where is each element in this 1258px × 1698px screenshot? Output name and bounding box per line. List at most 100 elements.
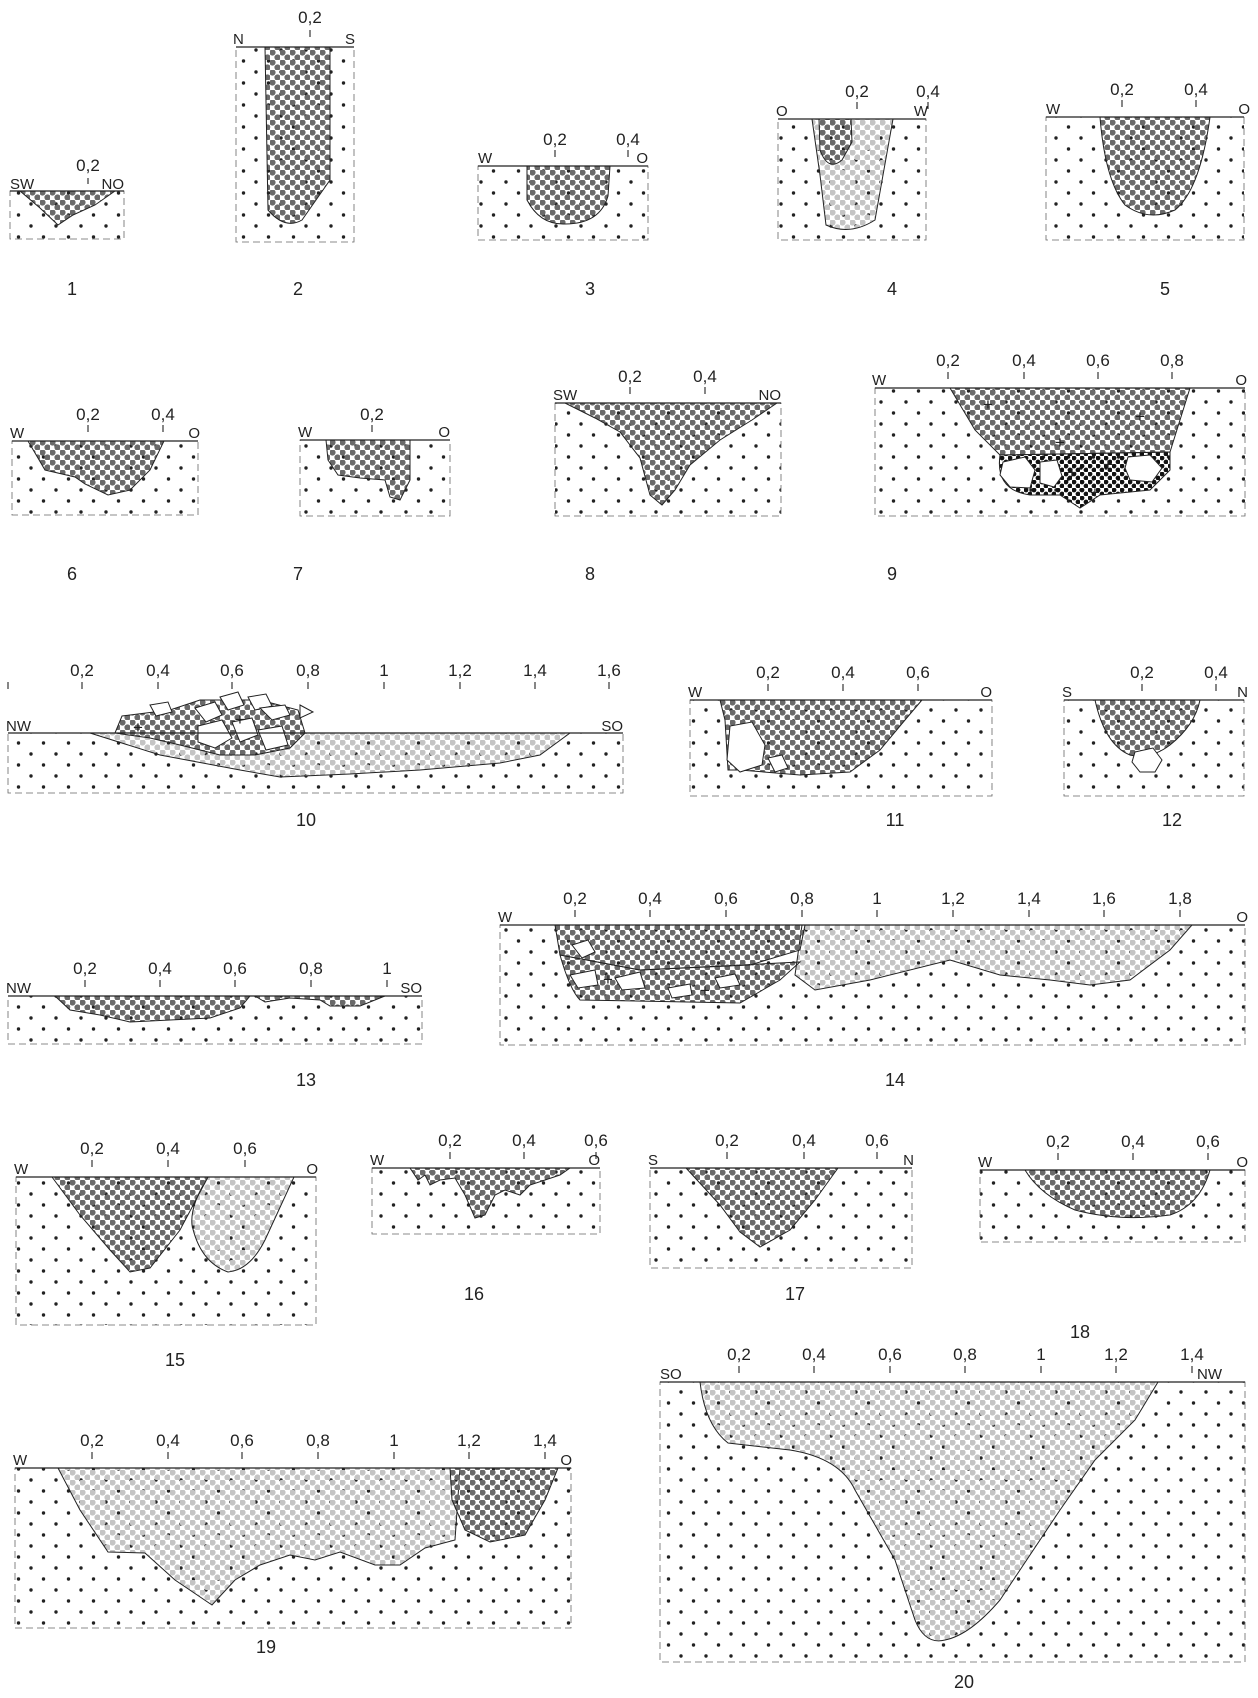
stone [667,983,693,999]
scale-label: 0,8 [296,661,320,680]
stone [569,969,599,989]
stone [194,701,223,723]
profile-frame [299,439,451,517]
profile-number: 9 [887,564,897,584]
profile-11: 0,2 0,4 0,6 W O 11 [688,663,993,830]
orientation-right: O [438,424,450,441]
pit-fill [27,440,165,496]
scale-label: 0,2 [360,405,384,424]
orientation-left: W [10,425,25,442]
stone [257,725,289,751]
pit-fill [719,699,924,776]
orientation-left: W [298,424,313,441]
scale-label: 0,2 [1046,1132,1070,1151]
pit-fill-dark [449,1467,559,1543]
scale-label: 1,6 [1092,889,1116,908]
profile-number: 5 [1160,279,1170,299]
profile-number: 2 [293,279,303,299]
profile-12: 0,2 0,4 S N 12 [1062,663,1248,830]
scale-label: 0,6 [584,1131,608,1150]
scale-label: 0,6 [1086,351,1110,370]
scale-label: 0,6 [233,1139,257,1158]
cross-symbol: + [1067,463,1077,482]
scale-label: 1,4 [523,661,547,680]
scale-label: 0,2 [80,1431,104,1450]
cross-symbol: + [1055,433,1065,452]
orientation-right: S [345,31,355,48]
scale-label: 0,4 [831,663,855,682]
scale-label: 1,2 [1104,1345,1128,1364]
profile-16: 0,2 0,4 0,6 W O 16 [370,1131,608,1304]
profile-1: 0,2 SW NO 1 [9,156,125,299]
scale-label: 1 [872,889,881,908]
orientation-left: W [872,372,887,389]
pit-fill [526,165,611,225]
scale-label: 1,6 [597,661,621,680]
stone [247,693,273,711]
profile-frame [874,387,1246,517]
scale-label: 0,4 [792,1131,816,1150]
orientation-left: SW [553,387,578,404]
scale-label: 0,2 [1110,80,1134,99]
scale-label: 0,2 [727,1345,751,1364]
profile-number: 15 [165,1350,185,1370]
scale-label: 0,2 [80,1139,104,1158]
scale-label: 1 [1036,1345,1045,1364]
scale-label: 0,4 [512,1131,536,1150]
scale-label: 0,4 [1204,663,1228,682]
scale-label: 0,2 [1130,663,1154,682]
orientation-right: SO [400,980,422,997]
scale-label: 0,6 [223,959,247,978]
profile-8: 0,2 0,4 SW NO 8 [553,367,782,584]
pit-fill-light [794,924,1194,991]
orientation-right: O [980,684,992,701]
scale-label: 0,4 [1012,351,1036,370]
scale-label: 1,2 [941,889,965,908]
profile-frame [649,1167,913,1269]
scale-label: 0,2 [73,959,97,978]
profile-number: 17 [785,1284,805,1304]
profile-number: 20 [954,1672,974,1692]
pit-fill [684,1167,839,1248]
stone [571,939,596,959]
scale-label: 0,4 [146,661,170,680]
profile-14: + + 0,2 0,4 0,6 0,8 1 1,2 1,4 1,6 1,8 W … [498,889,1248,1090]
scale-label: 0,8 [790,889,814,908]
scale-label: 0,2 [936,351,960,370]
profile-number: 1 [67,279,77,299]
profile-frame [499,924,1246,1046]
scale-label: 0,6 [878,1345,902,1364]
stone [231,717,259,743]
profile-6: 0,2 0,4 W O 6 [10,405,200,584]
pit-fill-light [57,1467,461,1606]
orientation-left: S [648,1152,658,1169]
scale-label: 1,4 [533,1431,557,1450]
cross-symbol: + [603,970,613,989]
scale-label: 1,2 [448,661,472,680]
profile-number: 6 [67,564,77,584]
profile-number: 16 [464,1284,484,1304]
profile-number: 19 [256,1637,276,1657]
stone [1124,454,1163,483]
scale-label: 0,6 [906,663,930,682]
scale-label: 0,2 [438,1131,462,1150]
profile-number: 13 [296,1070,316,1090]
profile-4: 0,2 0,4 O W 4 [776,82,940,299]
cross-symbol: + [1090,483,1100,502]
scale-label: 0,4 [1184,80,1208,99]
orientation-right: O [1236,1154,1248,1171]
pit-fill [264,46,331,224]
stone [714,973,741,989]
scale-label: 0,8 [306,1431,330,1450]
orientation-right: O [1236,909,1248,926]
cross-symbol: + [235,710,245,729]
scale-label: 0,4 [693,367,717,386]
scale-label: 0,6 [1196,1132,1220,1151]
scale-label: 0,4 [148,959,172,978]
scale-label: 0,8 [299,959,323,978]
profile-frame [689,699,993,797]
scale-label: 0,2 [70,661,94,680]
orientation-left: W [370,1152,385,1169]
scale-label: 0,4 [156,1139,180,1158]
